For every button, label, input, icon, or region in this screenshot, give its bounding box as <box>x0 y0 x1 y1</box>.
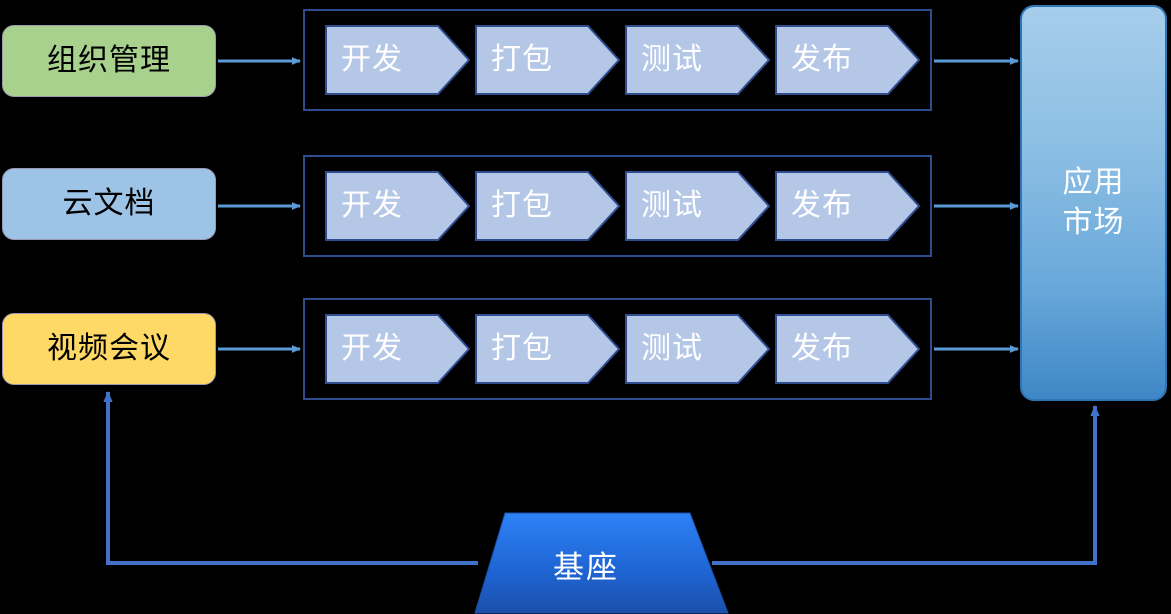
chevron-icon <box>625 314 770 384</box>
stage-label: 开发 <box>341 43 403 76</box>
pipeline-stage-release[interactable]: 发布 <box>775 25 920 95</box>
stage-row-3: 开发 打包 测试 发布 <box>305 314 930 384</box>
stage-row-2: 开发 打包 测试 发布 <box>305 171 930 241</box>
pipeline-stage-develop[interactable]: 开发 <box>325 171 470 241</box>
stage-label: 开发 <box>341 189 403 222</box>
stage-label: 打包 <box>491 332 553 365</box>
pipeline-stage-test[interactable]: 测试 <box>625 314 770 384</box>
trapezoid-icon <box>474 512 729 614</box>
pipeline-frame-1: 开发 打包 测试 发布 <box>303 9 932 111</box>
service-label: 视频会议 <box>47 332 171 365</box>
pipeline-stage-release[interactable]: 发布 <box>775 171 920 241</box>
chevron-icon <box>475 314 620 384</box>
pipeline-stage-package[interactable]: 打包 <box>475 25 620 95</box>
connector-base-to-services <box>103 391 478 565</box>
chevron-icon <box>325 25 470 95</box>
pipeline-stage-package[interactable]: 打包 <box>475 171 620 241</box>
pipeline-stage-test[interactable]: 测试 <box>625 171 770 241</box>
app-market-box[interactable]: 应用 市场 <box>1020 5 1167 401</box>
pipeline-frame-3: 开发 打包 测试 发布 <box>303 298 932 400</box>
app-market-label: 应用 市场 <box>1063 163 1125 244</box>
pipeline-stage-release[interactable]: 发布 <box>775 314 920 384</box>
service-box-video-meeting[interactable]: 视频会议 <box>2 313 216 385</box>
chevron-icon <box>625 25 770 95</box>
pipeline-frame-2: 开发 打包 测试 发布 <box>303 155 932 257</box>
pipeline-stage-package[interactable]: 打包 <box>475 314 620 384</box>
stage-label: 打包 <box>491 189 553 222</box>
app-market-label-line1: 应用 <box>1062 165 1125 199</box>
service-box-cloud-docs[interactable]: 云文档 <box>2 168 216 240</box>
pipeline-stage-test[interactable]: 测试 <box>625 25 770 95</box>
pipeline-stage-develop[interactable]: 开发 <box>325 314 470 384</box>
pipeline-stage-develop[interactable]: 开发 <box>325 25 470 95</box>
chevron-icon <box>625 171 770 241</box>
stage-label: 测试 <box>641 43 703 76</box>
stage-label: 发布 <box>791 189 853 222</box>
chevron-icon <box>475 171 620 241</box>
chevron-icon <box>325 314 470 384</box>
chevron-icon <box>325 171 470 241</box>
stage-label: 开发 <box>341 332 403 365</box>
base-platform-shape[interactable]: 基座 <box>443 512 729 614</box>
stage-label: 发布 <box>791 43 853 76</box>
stage-label: 发布 <box>791 332 853 365</box>
chevron-icon <box>775 171 920 241</box>
service-box-org-management[interactable]: 组织管理 <box>2 25 216 97</box>
service-label: 组织管理 <box>47 44 171 77</box>
chevron-icon <box>775 25 920 95</box>
app-market-label-line2: 市场 <box>1062 206 1125 239</box>
stage-label: 打包 <box>491 43 553 76</box>
stage-label: 测试 <box>641 332 703 365</box>
connector-base-to-market <box>712 405 1100 565</box>
service-label: 云文档 <box>62 187 156 220</box>
stage-label: 测试 <box>641 189 703 222</box>
stage-row-1: 开发 打包 测试 发布 <box>305 25 930 95</box>
chevron-icon <box>475 25 620 95</box>
chevron-icon <box>775 314 920 384</box>
